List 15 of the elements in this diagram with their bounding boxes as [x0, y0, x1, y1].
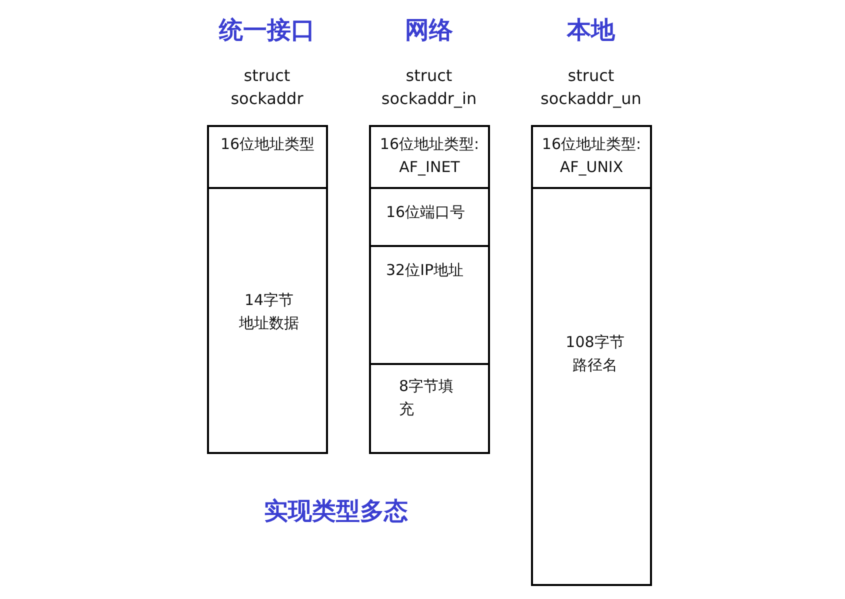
- field-label: 16位端口号: [386, 202, 466, 223]
- column-heading: 本地: [566, 15, 616, 46]
- struct-name: struct sockaddr_in: [380, 65, 478, 110]
- field-label: 14字节地址数据: [238, 290, 300, 334]
- struct-name: struct sockaddr: [230, 65, 304, 110]
- caption-text: 实现类型多态: [264, 496, 408, 527]
- struct-name: struct sockaddr_un: [540, 65, 642, 110]
- column-heading: 统一接口: [218, 15, 316, 46]
- field-label: 108字节路径名: [564, 332, 626, 376]
- field-label: 16位地址类型: AF_UNIX: [540, 134, 642, 178]
- field-label: 16位地址类型: [219, 134, 316, 155]
- column-heading: 网络: [404, 15, 454, 46]
- field-label: 8字节填充: [399, 376, 455, 420]
- field-label: 32位IP地址: [386, 260, 465, 281]
- field-label: 16位地址类型: AF_INET: [378, 134, 480, 178]
